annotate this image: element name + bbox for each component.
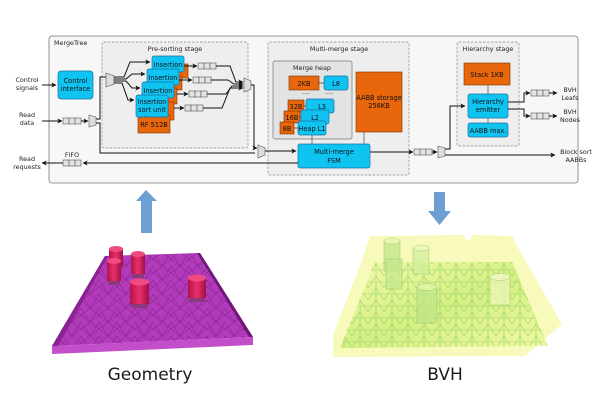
read-data-label: Read data xyxy=(19,111,35,127)
presort-fanout-wires xyxy=(114,59,151,103)
hierarchy-title: Hierarchy stage xyxy=(463,45,514,53)
svg-text:Insertion: Insertion xyxy=(138,98,167,106)
svg-text:BVH: BVH xyxy=(563,86,577,94)
svg-text:Nodes: Nodes xyxy=(560,116,581,124)
bvh-leafs-label: BVH Leafs xyxy=(562,86,580,102)
svg-text:8B: 8B xyxy=(283,125,292,133)
read-requests-label: Read requests xyxy=(13,155,41,171)
hierarchy-demux-icon xyxy=(437,145,446,159)
svg-text:32B: 32B xyxy=(290,103,303,111)
svg-text:Multi-merge: Multi-merge xyxy=(314,148,354,156)
svg-text:256KB: 256KB xyxy=(368,102,390,110)
hierarchy-emitter-block: Hierarchy emitter xyxy=(467,93,509,119)
svg-text:data: data xyxy=(20,119,34,127)
svg-text:L2: L2 xyxy=(311,114,319,122)
svg-text:Insertion: Insertion xyxy=(154,61,183,69)
svg-text:....: .... xyxy=(325,88,333,96)
fsm-output-path xyxy=(370,103,556,159)
geometry-caption: Geometry xyxy=(108,365,193,385)
svg-text:Block sort: Block sort xyxy=(560,148,592,156)
bvh-cylinder xyxy=(385,258,403,290)
mergetree-title: MergeTree xyxy=(54,39,87,47)
svg-text:interface: interface xyxy=(61,85,90,93)
svg-text:Leafs: Leafs xyxy=(562,94,580,102)
svg-text:....: .... xyxy=(302,88,310,96)
bvh-illustration: BVH xyxy=(333,235,562,385)
bvh-cylinder xyxy=(489,273,511,306)
bvh-caption: BVH xyxy=(427,365,463,385)
multimerge-fsm-block: Multi-merge FSM xyxy=(297,143,371,169)
presort-output-fifos xyxy=(174,62,258,151)
svg-text:AABBs: AABBs xyxy=(565,156,587,164)
svg-text:16B: 16B xyxy=(286,114,299,122)
cylinder-object xyxy=(130,278,149,308)
svg-text:L8: L8 xyxy=(332,80,340,88)
cylinder-object xyxy=(188,274,206,302)
presort-demux-icon xyxy=(105,72,115,88)
svg-text:Control: Control xyxy=(15,76,38,84)
presort-mux-icon xyxy=(243,77,252,93)
svg-text:Stack 1KB: Stack 1KB xyxy=(470,71,504,79)
heap-level-l3: L3 32B xyxy=(287,98,335,114)
stack-1kb-block: Stack 1KB xyxy=(463,62,511,86)
svg-text:2KB: 2KB xyxy=(297,80,311,88)
up-arrow-icon xyxy=(136,190,157,233)
heap-level-l1: Heap L1 8B xyxy=(279,120,327,136)
multimerge-title: Multi-merge stage xyxy=(310,45,368,53)
svg-text:BVH: BVH xyxy=(563,108,577,116)
demux-icon xyxy=(88,114,97,128)
cylinder-object xyxy=(107,258,121,285)
block-sort-label: Block sort AABBs xyxy=(560,148,592,164)
svg-text:Heap L1: Heap L1 xyxy=(298,125,325,133)
svg-text:Read: Read xyxy=(19,111,35,119)
svg-text:Control: Control xyxy=(64,77,88,85)
aabb-max-block: AABB max. xyxy=(467,122,509,138)
read-data-path xyxy=(42,76,255,154)
svg-text:sort unit: sort unit xyxy=(138,106,166,114)
bvh-cylinder xyxy=(412,244,430,275)
heap-level-l8: 2KB L8 xyxy=(288,75,349,91)
merge-heap-title: Merge heap xyxy=(293,64,331,72)
svg-text:L3: L3 xyxy=(318,103,326,111)
merge-heap: Merge heap 2KB L8 .... .... L3 32B L2 16… xyxy=(272,60,353,140)
fifo-label: FIFO xyxy=(65,151,79,159)
aabb-storage-block: AABB storage 256KB xyxy=(355,71,403,133)
bvh-output-paths xyxy=(508,89,558,120)
control-signals-label: Control signals xyxy=(15,76,38,92)
fsm-input-mux-icon xyxy=(257,144,266,159)
bvh-nodes-label: BVH Nodes xyxy=(560,108,581,124)
svg-text:FSM: FSM xyxy=(327,157,341,165)
svg-text:Insertion: Insertion xyxy=(149,74,178,82)
svg-text:requests: requests xyxy=(13,163,41,171)
svg-text:RF 512B: RF 512B xyxy=(140,121,168,129)
cylinder-object xyxy=(131,251,145,278)
svg-text:Hierarchy: Hierarchy xyxy=(472,98,504,106)
presort-title: Pre-sorting stage xyxy=(148,45,203,53)
svg-text:emitter: emitter xyxy=(476,106,501,114)
svg-text:Read: Read xyxy=(19,155,35,163)
svg-text:AABB max.: AABB max. xyxy=(470,127,507,135)
geometry-illustration: Geometry xyxy=(52,246,253,385)
svg-text:Insertion: Insertion xyxy=(144,87,173,95)
insertion-sort-unit: RF 512B Insertion sort unit xyxy=(135,94,175,134)
bvh-cylinder xyxy=(416,283,438,324)
control-interface-block: Control interface xyxy=(57,70,94,100)
svg-text:signals: signals xyxy=(16,84,39,92)
svg-text:AABB storage: AABB storage xyxy=(356,94,401,102)
read-requests-path: FIFO xyxy=(41,151,298,167)
down-arrow-icon xyxy=(428,192,451,225)
